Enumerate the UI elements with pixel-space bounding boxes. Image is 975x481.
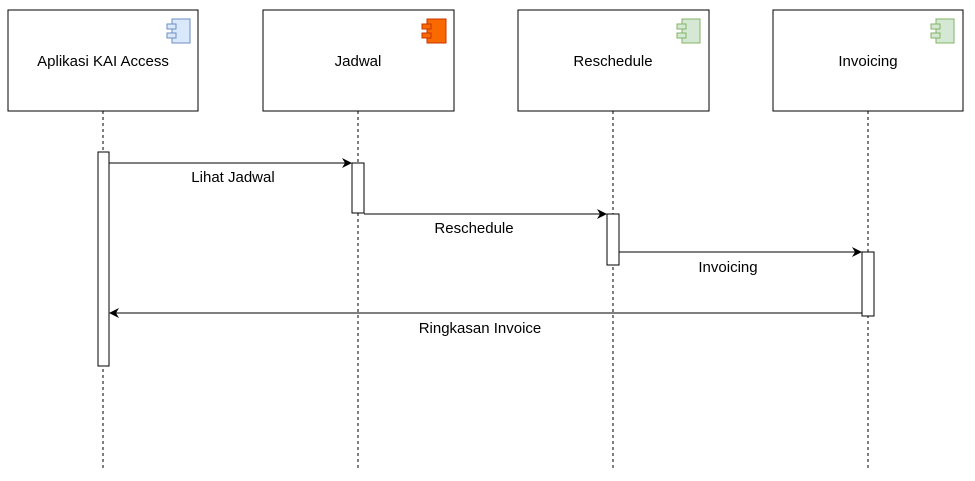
participant-label: Invoicing xyxy=(838,53,897,70)
component-icon xyxy=(166,18,191,44)
message-lihat-jadwal[interactable]: Lihat Jadwal xyxy=(109,158,352,186)
message-label: Ringkasan Invoice xyxy=(419,320,542,337)
activation-bar-reschedule xyxy=(606,213,620,266)
activation-bar-invoicing xyxy=(861,251,875,317)
participant-invoicing[interactable]: Invoicing xyxy=(772,9,964,112)
message-ringkasan-invoice[interactable]: Ringkasan Invoice xyxy=(109,308,862,337)
component-icon xyxy=(421,18,447,44)
component-icon xyxy=(676,18,701,44)
message-label: Reschedule xyxy=(434,220,513,237)
message-reschedule[interactable]: Reschedule xyxy=(364,209,607,237)
message-label: Invoicing xyxy=(698,259,757,276)
participant-label: Jadwal xyxy=(335,53,382,70)
participant-label: Reschedule xyxy=(573,53,652,70)
message-invoicing[interactable]: Invoicing xyxy=(619,247,862,276)
message-label: Lihat Jadwal xyxy=(191,169,274,186)
participant-app[interactable]: Aplikasi KAI Access xyxy=(7,9,199,112)
participant-reschedule[interactable]: Reschedule xyxy=(517,9,710,112)
activation-bar-app xyxy=(97,151,110,367)
participant-label: Aplikasi KAI Access xyxy=(37,53,169,70)
participant-jadwal[interactable]: Jadwal xyxy=(262,9,455,112)
component-icon xyxy=(930,18,955,44)
activation-bar-jadwal xyxy=(351,162,365,214)
